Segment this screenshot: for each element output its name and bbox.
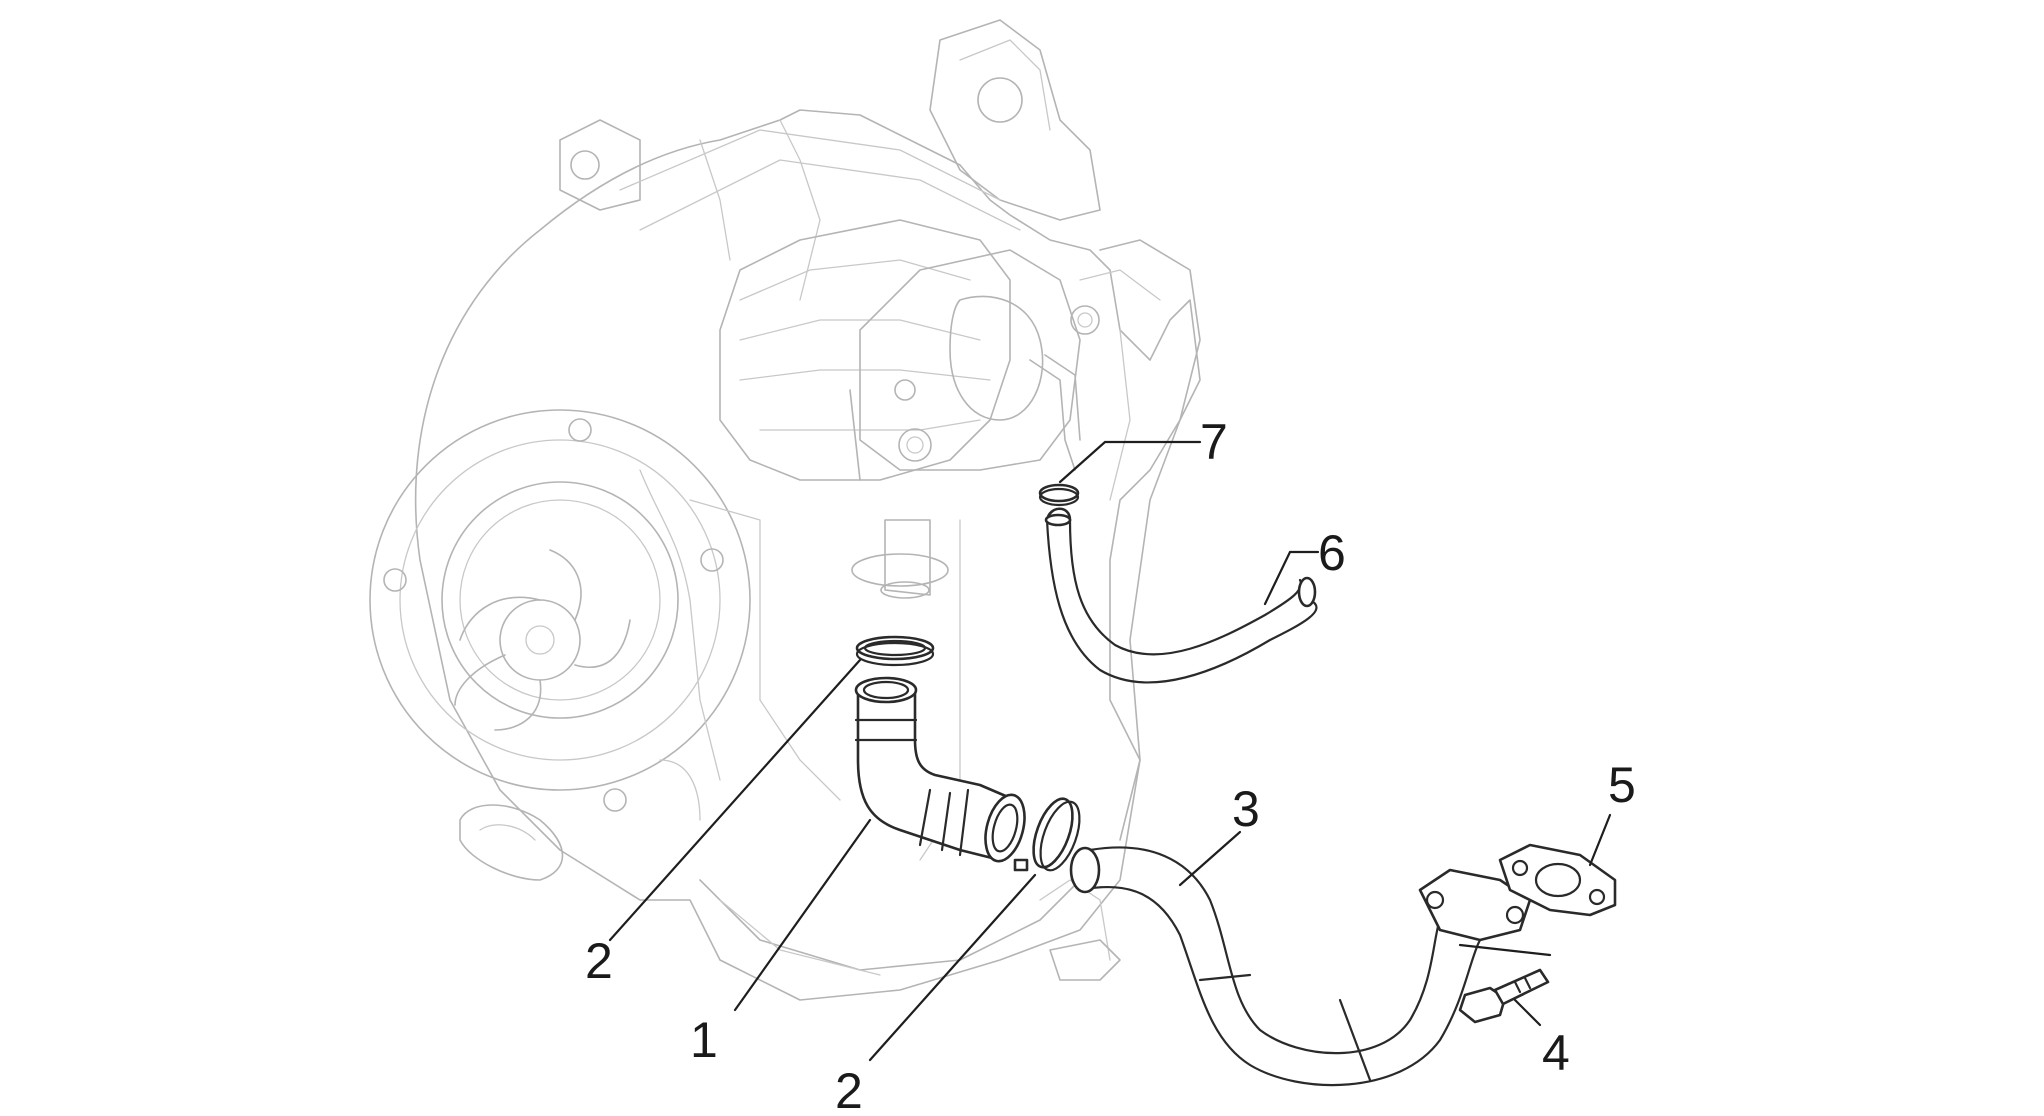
- upper-hose-clamp: [855, 635, 935, 667]
- elbow-hose: [854, 676, 1026, 863]
- callout-hose-7: 7: [1200, 414, 1228, 470]
- callout-clamp-lower-2: 2: [835, 1063, 863, 1116]
- engine-block-background: [369, 19, 1201, 1001]
- outlet-hose: [1069, 846, 1532, 1087]
- lower-hose-clamp: [1013, 797, 1081, 872]
- impeller-icon: [454, 549, 631, 731]
- callout-hose-3: 3: [1232, 781, 1260, 837]
- callout-elbow-1: 1: [690, 1012, 718, 1068]
- flange-gasket: [1498, 843, 1617, 917]
- callout-gasket-5: 5: [1608, 757, 1636, 813]
- leader-lines: [608, 440, 1612, 1062]
- callout-bolt-4: 4: [1542, 1025, 1570, 1081]
- flange-bolt: [1458, 968, 1550, 1024]
- small-hose-clamp: [1038, 483, 1080, 507]
- callout-hose-6: 6: [1318, 525, 1346, 581]
- bypass-hose: [1044, 507, 1318, 684]
- callout-clamp-upper-2: 2: [585, 933, 613, 989]
- callout-labels: 7 6 3 5 4 2 1 2: [585, 414, 1636, 1116]
